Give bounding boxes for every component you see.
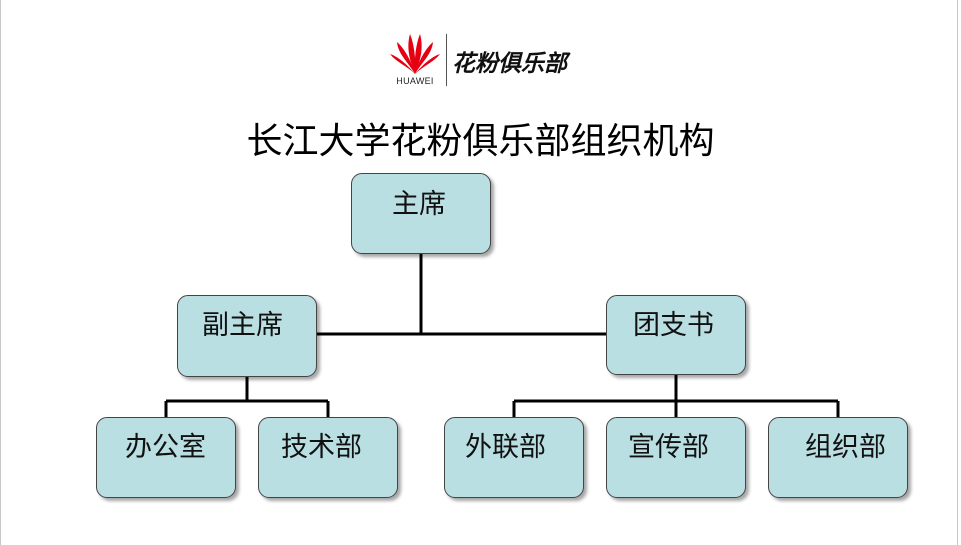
logo-divider: [446, 34, 447, 86]
node-publicity-department-label: 宣传部: [628, 432, 709, 463]
node-publicity-department: 宣传部: [606, 417, 746, 498]
club-name-text: 花粉俱乐部: [452, 51, 567, 77]
node-tech-department-label: 技术部: [281, 432, 362, 463]
node-office-label: 办公室: [125, 432, 206, 463]
node-office: 办公室: [96, 417, 236, 498]
slide-border-right: [957, 0, 958, 545]
huawei-wordmark: HUAWEI: [396, 76, 434, 86]
slide-title: 长江大学花粉俱乐部组织机构: [246, 121, 715, 162]
node-league-secretary-label: 团支书: [633, 310, 714, 341]
node-tech-department: 技术部: [258, 417, 398, 498]
node-outreach-department: 外联部: [444, 417, 584, 498]
node-chairman-label: 主席: [392, 189, 446, 220]
node-vice-chairman-label: 副主席: [202, 310, 283, 341]
node-vice-chairman: 副主席: [177, 295, 317, 377]
slide-border-left: [0, 0, 1, 545]
node-organization-department: 组织部: [768, 417, 908, 498]
node-chairman: 主席: [351, 173, 491, 254]
node-organization-department-label: 组织部: [805, 432, 886, 463]
huawei-petal-icon: [390, 34, 440, 74]
node-league-secretary: 团支书: [606, 295, 746, 375]
node-outreach-department-label: 外联部: [465, 432, 546, 463]
huawei-club-logo: HUAWEI 花粉俱乐部: [386, 32, 586, 88]
